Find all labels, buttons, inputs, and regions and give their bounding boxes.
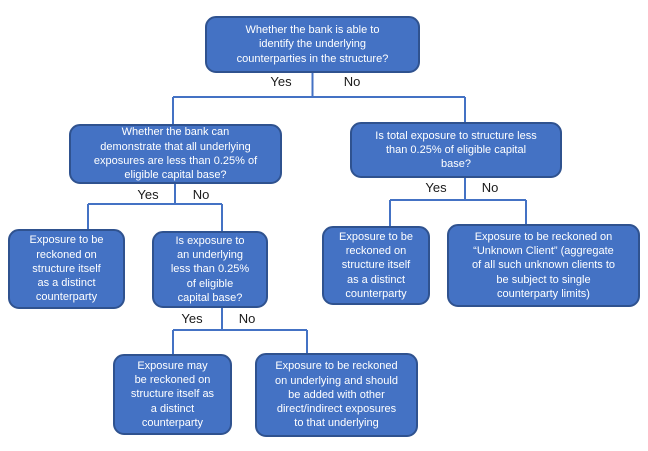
node-text: Is exposure to an underlying less than 0…	[170, 234, 250, 304]
branch-label-yes: Yes	[137, 187, 159, 202]
branch-label-yes: Yes	[425, 180, 447, 195]
node-text: Whether the bank can demonstrate that al…	[93, 126, 258, 182]
edge-root-branch	[172, 73, 466, 124]
edge-right-branch	[389, 178, 527, 226]
node-text: Exposure to be reckoned on structure its…	[339, 230, 413, 300]
node-total-exposure-structure: Is total exposure to structure less than…	[350, 122, 562, 178]
node-structure-distinct-right: Exposure to be reckoned on structure its…	[322, 226, 430, 305]
node-may-structure-distinct: Exposure may be reckoned on structure it…	[113, 354, 232, 435]
node-structure-distinct-left: Exposure to be reckoned on structure its…	[8, 229, 125, 309]
node-text: Exposure may be reckoned on structure it…	[130, 359, 215, 429]
node-exposure-to-underlying: Is exposure to an underlying less than 0…	[152, 231, 268, 308]
branch-label-no: No	[481, 180, 499, 195]
node-text: Exposure to be reckoned on structure its…	[29, 234, 104, 304]
node-text: Exposure to be reckoned on underlying an…	[275, 360, 398, 430]
branch-label-yes: Yes	[181, 311, 203, 326]
node-demonstrate-all-underlying: Whether the bank can demonstrate that al…	[69, 124, 282, 184]
node-text: Is total exposure to structure less than…	[375, 129, 537, 171]
node-unknown-client: Exposure to be reckoned on “Unknown Clie…	[447, 224, 640, 307]
node-identify-counterparties: Whether the bank is able to identify the…	[205, 16, 420, 73]
branch-label-yes: Yes	[270, 74, 292, 89]
node-reckoned-on-underlying: Exposure to be reckoned on underlying an…	[255, 353, 418, 437]
branch-label-no: No	[343, 74, 361, 89]
branch-label-no: No	[238, 311, 256, 326]
node-text: Exposure to be reckoned on “Unknown Clie…	[471, 230, 616, 300]
branch-label-no: No	[192, 187, 210, 202]
node-text: Whether the bank is able to identify the…	[236, 24, 389, 65]
edge-underlying-branch	[172, 308, 308, 354]
edge-left-branch	[87, 184, 223, 231]
